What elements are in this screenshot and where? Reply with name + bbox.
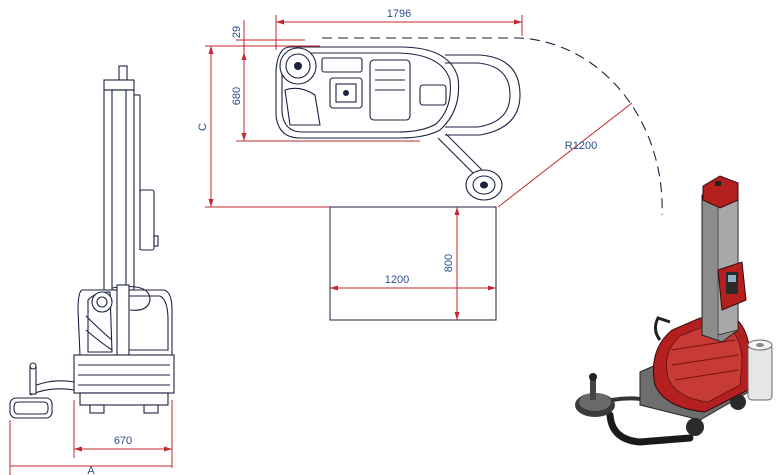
offset-top-label: 29 [231,26,243,38]
dimension-a-label: A [87,465,95,475]
dimension-680: 680 [231,52,420,142]
dimension-c-label: C [197,123,209,131]
pallet-length-label: 1200 [385,274,409,286]
top-view: 1796 29 680 C [197,8,663,321]
turning-radius-label: R1200 [565,140,597,152]
pallet-width-label: 800 [443,254,455,272]
base-width-label: 670 [114,435,132,447]
machine-top-view [275,46,521,201]
front-view: 670 A [9,65,175,475]
turning-radius: R1200 [322,37,663,216]
pallet-footprint: 1200 800 [329,206,497,321]
body-width-label: 680 [231,87,243,105]
dimension-c: C [197,45,330,208]
overall-length-label: 1796 [387,8,411,20]
dimension-1796: 1796 [275,8,523,50]
machine-3d-view [575,175,773,446]
